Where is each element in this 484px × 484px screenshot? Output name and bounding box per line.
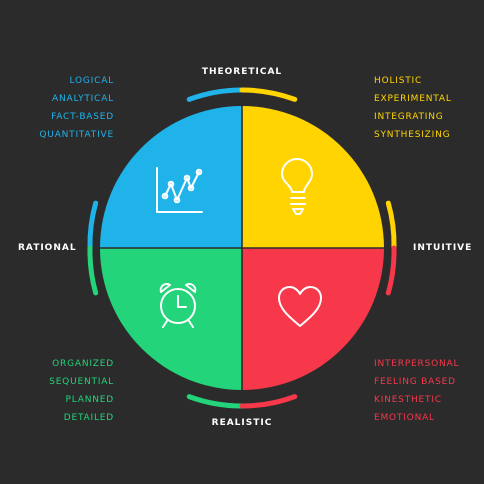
quadrant-top-right xyxy=(242,106,384,248)
axis-label-right: INTUITIVE xyxy=(413,243,473,253)
trait-item: SEQUENTIAL xyxy=(49,377,114,387)
trait-item: FACT-BASED xyxy=(51,112,114,122)
arc-right-lower xyxy=(385,245,397,296)
trait-item: INTERPERSONAL xyxy=(374,359,460,369)
alarm-clock-icon xyxy=(159,282,197,328)
arc-left-lower xyxy=(87,245,99,296)
trait-item: ANALYTICAL xyxy=(52,94,114,104)
axis-label-top: THEORETICAL xyxy=(201,67,283,77)
trait-list-top-left: LOGICAL ANALYTICAL FACT-BASED QUANTITATI… xyxy=(39,72,114,144)
trait-item: FEELING BASED xyxy=(374,377,456,387)
arc-left-upper xyxy=(87,200,99,251)
trait-item: ORGANIZED xyxy=(52,359,114,369)
arc-bottom-right xyxy=(239,394,298,409)
arc-top-left xyxy=(186,87,245,102)
trait-item: DETAILED xyxy=(63,413,114,423)
trait-item: LOGICAL xyxy=(69,76,114,86)
trait-item: KINESTHETIC xyxy=(374,395,442,405)
trait-item: EMOTIONAL xyxy=(374,413,435,423)
trait-list-bottom-right: INTERPERSONAL FEELING BASED KINESTHETIC … xyxy=(374,355,459,427)
trait-item: HOLISTIC xyxy=(374,76,423,86)
lightbulb-icon xyxy=(281,158,313,215)
arc-right-upper xyxy=(385,200,397,251)
trait-item: PLANNED xyxy=(65,395,114,405)
trait-list-top-right: HOLISTIC EXPERIMENTAL INTEGRATING SYNTHE… xyxy=(374,72,452,144)
trait-item: INTEGRATING xyxy=(374,112,444,122)
quadrant-bottom-left xyxy=(100,248,242,390)
arc-bottom-left xyxy=(186,394,245,409)
arc-top-right xyxy=(239,87,298,102)
trait-item: EXPERIMENTAL xyxy=(374,94,452,104)
quadrant-bottom-right xyxy=(242,248,384,390)
axis-label-bottom: REALISTIC xyxy=(211,418,273,428)
heart-icon xyxy=(278,286,322,327)
trait-list-bottom-left: ORGANIZED SEQUENTIAL PLANNED DETAILED xyxy=(49,355,114,427)
trait-item: SYNTHESIZING xyxy=(374,130,451,140)
trait-item: QUANTITATIVE xyxy=(39,130,114,140)
line-chart-icon xyxy=(156,167,203,213)
axis-label-left: RATIONAL xyxy=(18,243,77,253)
quadrant-top-left xyxy=(100,106,242,248)
